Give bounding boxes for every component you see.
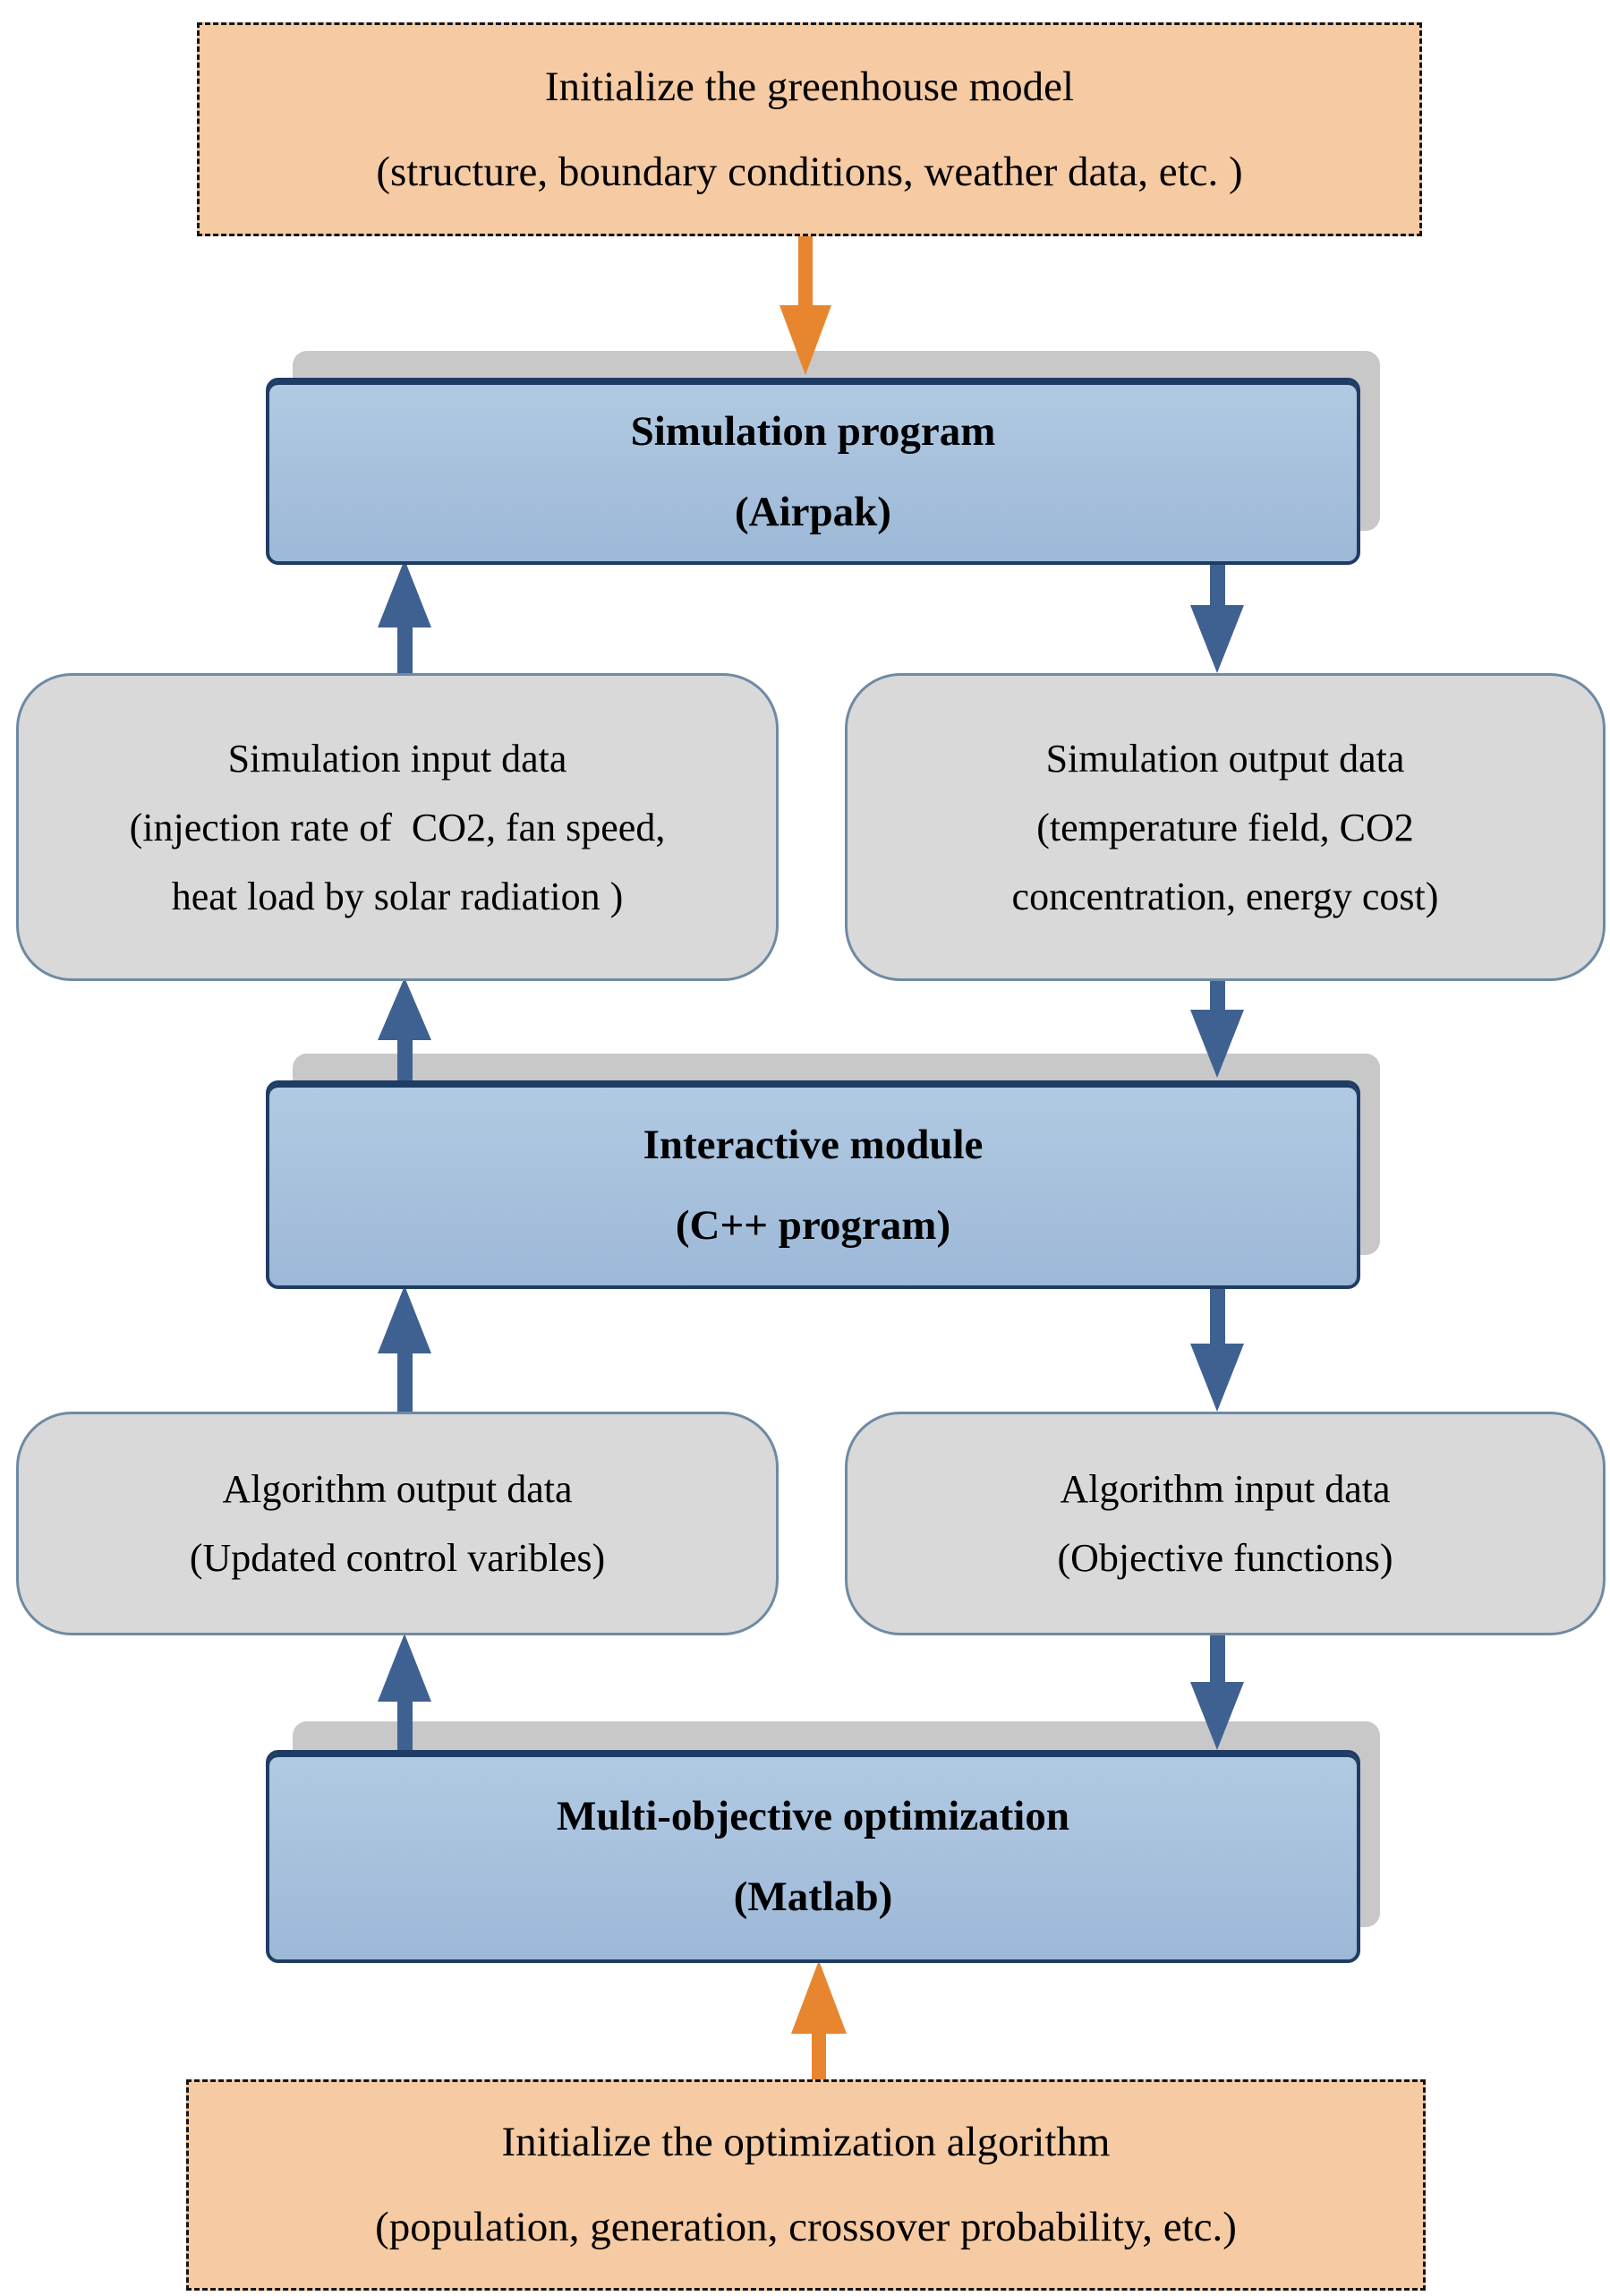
box-title-line: (Matlab) [733,1874,893,1920]
arrow-algo-input-to-moo [1190,1630,1244,1750]
arrow-shaft [1209,969,1225,1016]
box-simulation-input-data: Simulation input data (injection rate of… [16,673,779,981]
box-text-line: concentration, energy cost) [1011,874,1439,918]
box-text-line: Algorithm input data [1060,1467,1391,1511]
arrow-sim-output-to-interactive-module [1190,969,1244,1078]
arrow-shaft [1209,1282,1225,1350]
box-text-line: (Objective functions) [1057,1536,1393,1580]
arrow-head-up [378,559,431,627]
arrow-shaft [396,1347,413,1412]
box-text-line: (injection rate of CO2, fan speed, [129,805,666,849]
box-initialize-greenhouse-model: Initialize the greenhouse model (structu… [197,22,1422,236]
box-text-line: (temperature field, CO2 [1036,805,1414,849]
box-text-line: (population, generation, crossover proba… [375,2204,1237,2250]
arrow-head-up [378,1285,431,1353]
arrow-shaft [1209,558,1225,611]
box-initialize-optimization-algorithm: Initialize the optimization algorithm (p… [186,2079,1426,2291]
arrow-shaft [798,233,813,312]
box-multi-objective-optimization: Multi-objective optimization (Matlab) [266,1750,1360,1963]
box-text-line: Simulation output data [1045,736,1405,781]
box-interactive-module: Interactive module (C++ program) [266,1080,1360,1289]
arrow-head-up [378,977,431,1040]
box-text-line: Initialize the optimization algorithm [501,2119,1111,2165]
box-title-line: Simulation program [630,407,996,455]
arrow-shaft [812,2027,826,2079]
box-title-line: (Airpak) [735,488,891,535]
arrow-sim-input-to-simulation-program [378,559,431,675]
box-title-line: Multi-objective optimization [556,1793,1070,1839]
arrow-shaft [396,621,413,675]
box-simulation-program: Simulation program (Airpak) [266,378,1360,565]
arrow-head-down [779,305,831,375]
arrow-shaft [1209,1630,1225,1688]
arrow-head-down [1190,1010,1244,1078]
arrow-init-algo-to-moo [791,1960,847,2079]
box-title-line: Interactive module [643,1121,984,1168]
box-algorithm-input-data: Algorithm input data (Objective function… [845,1412,1606,1635]
box-title-line: (C++ program) [675,1201,951,1249]
box-text-line: (Updated control varibles) [189,1536,606,1580]
box-text-line: Simulation input data [227,736,567,781]
arrow-head-down [1190,1344,1244,1412]
arrow-algo-output-to-interactive-module [378,1285,431,1412]
arrow-simulation-program-to-sim-output [1190,558,1244,673]
box-text-line: Algorithm output data [222,1467,573,1511]
arrow-shaft [396,1695,413,1750]
arrow-interactive-module-to-sim-input [378,977,431,1080]
arrow-head-down [1190,1682,1244,1750]
box-text-line: Initialize the greenhouse model [544,63,1075,110]
arrow-head-down [1190,605,1244,673]
arrow-moo-to-algo-output [378,1634,431,1750]
box-simulation-output-data: Simulation output data (temperature fiel… [845,673,1606,981]
arrow-interactive-module-to-algo-input [1190,1282,1244,1412]
box-text-line: (structure, boundary conditions, weather… [376,148,1243,195]
arrow-shaft [396,1034,413,1080]
arrow-head-up [791,1960,847,2034]
arrow-head-up [378,1634,431,1702]
arrow-init-model-to-simulation-program [779,233,831,375]
box-text-line: heat load by solar radiation ) [171,874,624,918]
box-algorithm-output-data: Algorithm output data (Updated control v… [16,1412,779,1635]
